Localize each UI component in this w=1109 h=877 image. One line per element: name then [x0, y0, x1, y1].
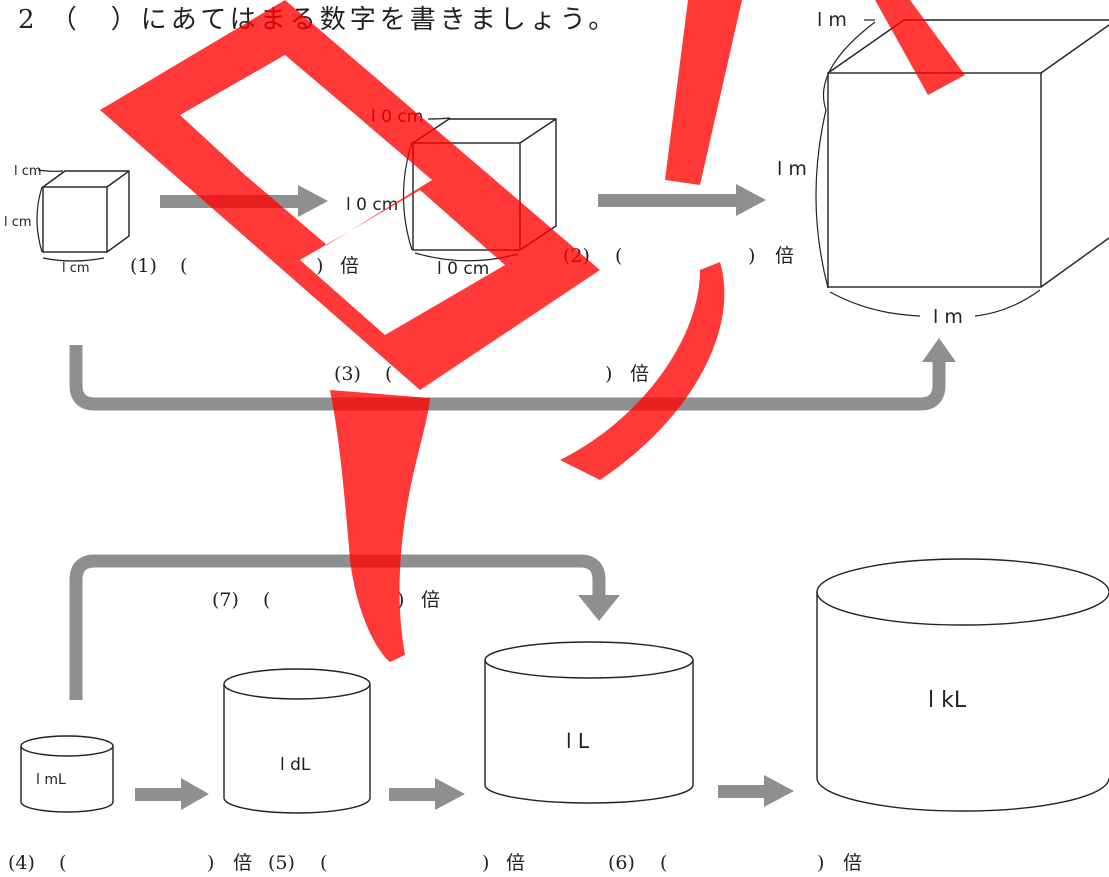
cylinder-ml	[20, 735, 114, 813]
cylinder-l	[484, 641, 694, 804]
svg-text:): )	[316, 255, 323, 277]
svg-text:倍: 倍	[775, 245, 794, 267]
small-cube-bottom-label: l cm	[62, 261, 90, 276]
svg-text:(: (	[660, 852, 667, 874]
blank-7[interactable]: (7) ( ) 倍	[212, 589, 440, 611]
medium-cube-left-label: l 0 cm	[346, 195, 398, 215]
arrow-cyl-6	[718, 775, 794, 807]
cube-small-brackets	[36, 169, 105, 262]
cube-large	[827, 19, 1109, 288]
blank-4[interactable]: (4) ( ) 倍	[8, 852, 252, 874]
svg-text:(4): (4)	[8, 852, 35, 874]
svg-text:(3): (3)	[334, 363, 361, 385]
cylinder-dl	[223, 668, 371, 814]
cylinder-l-label: l L	[566, 729, 590, 753]
svg-text:(: (	[320, 852, 327, 874]
arrow-cyl-7	[69, 554, 620, 700]
svg-text:(6): (6)	[608, 852, 635, 874]
arrow-cube-2	[598, 184, 766, 216]
svg-text:): )	[207, 852, 214, 874]
cylinder-kl-label: l kL	[928, 688, 967, 713]
svg-text:(7): (7)	[212, 589, 239, 611]
cylinder-ml-label: l mL	[36, 772, 66, 788]
arrow-cyl-4	[135, 778, 209, 810]
cylinder-kl	[816, 558, 1109, 812]
medium-cube-bottom-label: l 0 cm	[437, 259, 489, 279]
blank-3[interactable]: (3) ( ) 倍	[334, 363, 649, 385]
svg-text:(: (	[263, 589, 270, 611]
svg-text:): )	[817, 852, 824, 874]
svg-text:): )	[748, 245, 755, 267]
svg-text:倍: 倍	[421, 589, 440, 611]
large-cube-top-label: l m	[817, 9, 847, 31]
cylinder-dl-label: l dL	[280, 755, 311, 775]
svg-text:倍: 倍	[630, 363, 649, 385]
cube-large-brackets	[815, 19, 1041, 317]
small-cube-left-label: l cm	[4, 215, 32, 230]
svg-text:倍: 倍	[233, 852, 252, 874]
svg-text:): )	[605, 363, 612, 385]
svg-text:倍: 倍	[843, 852, 862, 874]
blank-2[interactable]: (2) ( ) 倍	[563, 245, 794, 267]
svg-text:(: (	[180, 255, 187, 277]
svg-text:(: (	[385, 363, 392, 385]
blank-5[interactable]: (5) ( ) 倍	[268, 852, 525, 874]
svg-text:(: (	[59, 852, 66, 874]
large-cube-left-label: l m	[777, 158, 807, 180]
svg-text:): )	[482, 852, 489, 874]
cube-small	[42, 170, 130, 253]
small-cube-top-label: l cm	[14, 164, 42, 179]
svg-text:(5): (5)	[268, 852, 295, 874]
svg-text:倍: 倍	[506, 852, 525, 874]
blank-6[interactable]: (6) ( ) 倍	[608, 852, 862, 874]
blank-1[interactable]: (1) ( ) 倍	[130, 255, 359, 277]
svg-text:(: (	[615, 245, 622, 267]
sample-watermark	[100, 0, 965, 662]
svg-text:(1): (1)	[130, 255, 157, 277]
arrow-cube-3	[69, 338, 956, 411]
svg-text:): )	[397, 589, 404, 611]
arrow-cyl-5	[389, 778, 465, 810]
svg-text:倍: 倍	[340, 255, 359, 277]
large-cube-bottom-label: l m	[933, 306, 963, 328]
